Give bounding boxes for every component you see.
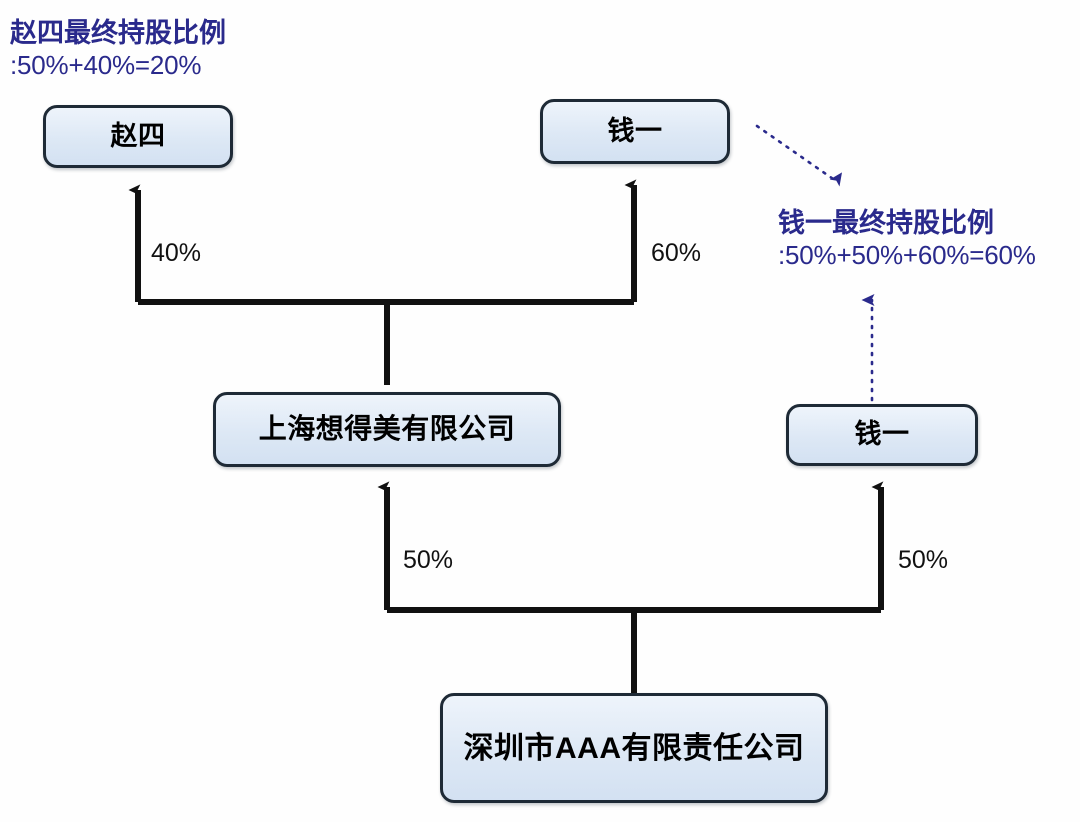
annotation-qianyi-formula: :50%+50%+60%=60% bbox=[778, 240, 1036, 271]
annotation-zhaosi-formula: :50%+40%=20% bbox=[10, 50, 202, 81]
annotation-qianyi: 钱一最终持股比例 :50%+50%+60%=60% bbox=[778, 208, 1036, 273]
node-qianyi-right[interactable]: 钱一 bbox=[786, 404, 978, 466]
node-qianyi-right-label: 钱一 bbox=[854, 419, 910, 450]
node-shenzhen-company[interactable]: 深圳市AAA有限责任公司 bbox=[440, 693, 828, 803]
node-zhaosi-top[interactable]: 赵四 bbox=[43, 105, 233, 168]
annotation-zhaosi-title: 赵四最终持股比例 bbox=[10, 18, 226, 48]
annotation-zhaosi: 赵四最终持股比例 :50%+40%=20% bbox=[10, 18, 226, 83]
annotation-qianyi-title: 钱一最终持股比例 bbox=[778, 208, 994, 238]
callout-arrow-qianyi-top bbox=[755, 124, 842, 187]
node-zhaosi-top-label: 赵四 bbox=[110, 120, 166, 151]
node-shanghai-company[interactable]: 上海想得美有限公司 bbox=[213, 392, 561, 467]
edge-label-qianyi-right-50: 50% bbox=[898, 546, 949, 574]
node-shenzhen-company-label: 深圳市AAA有限责任公司 bbox=[463, 731, 805, 765]
node-shanghai-company-label: 上海想得美有限公司 bbox=[258, 413, 516, 445]
node-qianyi-top[interactable]: 钱一 bbox=[540, 99, 730, 164]
node-qianyi-top-label: 钱一 bbox=[607, 115, 663, 146]
edge-label-shanghai-50: 50% bbox=[403, 546, 454, 574]
edge-label-zhaosi-40: 40% bbox=[151, 239, 202, 267]
edge-label-qianyi-top-60: 60% bbox=[651, 239, 702, 267]
edge-shanghai-to-owners bbox=[128, 179, 637, 385]
edge-shenzhen-to-subsidiaries bbox=[377, 481, 884, 695]
